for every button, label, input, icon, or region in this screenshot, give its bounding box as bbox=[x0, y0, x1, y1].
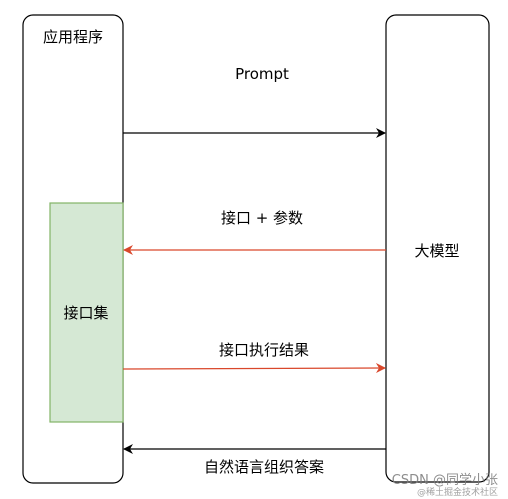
model-node-label: 大模型 bbox=[414, 242, 459, 260]
interface-set-node bbox=[49, 202, 124, 423]
exec-result-label: 接口执行结果 bbox=[219, 341, 309, 359]
watermark-line1: CSDN @同学小张 bbox=[392, 472, 498, 488]
prompt-label: Prompt bbox=[235, 65, 289, 83]
interface-set-label: 接口集 bbox=[63, 304, 108, 322]
watermark-line2: @稀土掘金技术社区 bbox=[417, 486, 498, 498]
model-node bbox=[385, 14, 490, 483]
app-node-label: 应用程序 bbox=[43, 28, 103, 46]
exec-result-arrow bbox=[122, 363, 386, 374]
interface-params-label: 接口 + 参数 bbox=[221, 209, 303, 227]
nl-answer-label: 自然语言组织答案 bbox=[204, 458, 324, 476]
